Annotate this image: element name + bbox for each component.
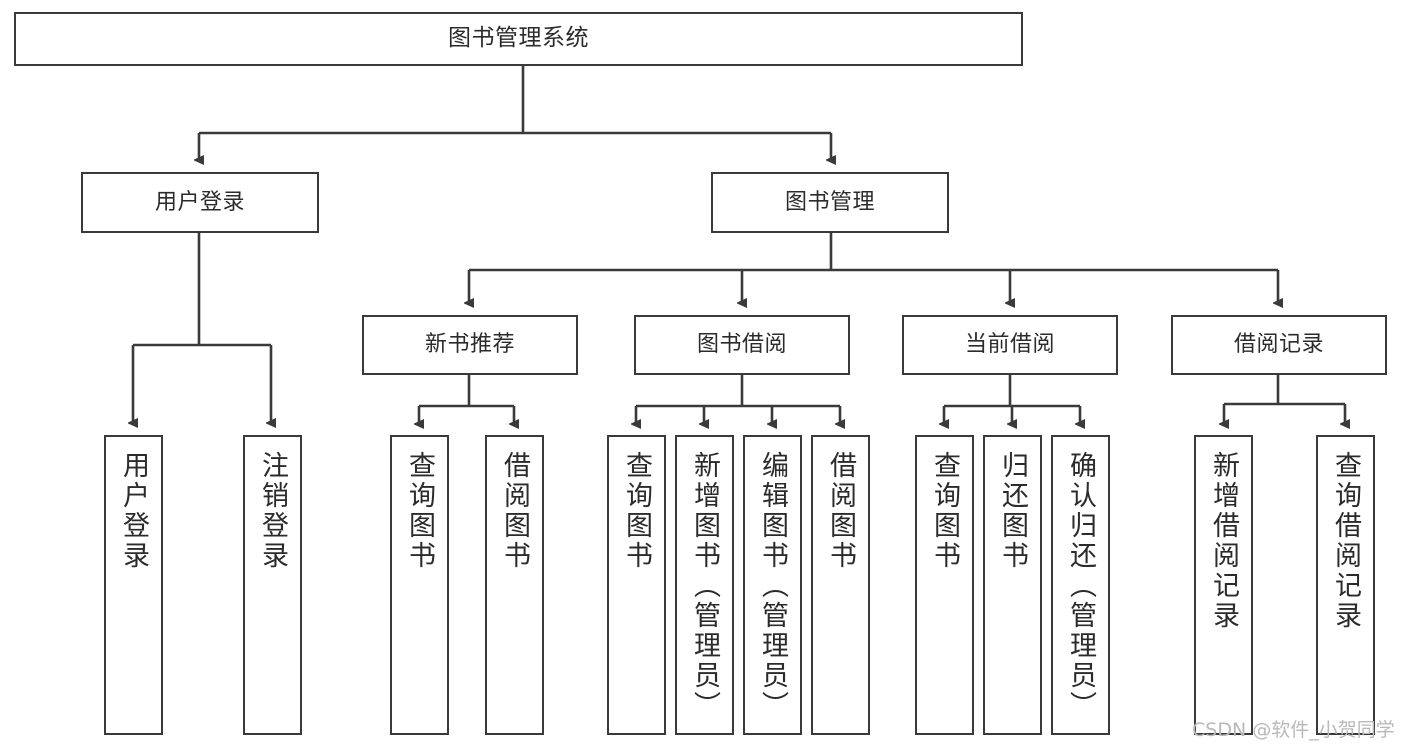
node-label: 当前借阅 [964,332,1055,358]
node-label: 借阅图书 [499,451,530,571]
node-label: 图书管理 [784,189,875,215]
node-root-system[interactable]: 图书管理系统 [14,12,1023,66]
node-label: 用户登录 [154,189,245,215]
node-label: 查询借阅记录 [1330,451,1361,631]
node-label: 查询图书 [929,451,960,571]
node-label: 查询图书 [404,451,435,571]
leaf-borrow-record-query[interactable]: 查询借阅记录 [1316,435,1375,735]
leaf-new-book-query[interactable]: 查询图书 [390,435,449,735]
node-user-login[interactable]: 用户登录 [81,172,319,233]
leaf-current-borrow-confirm-return[interactable]: 确认归还（管理员） [1051,435,1110,735]
node-label: 新增图书（管理员） [689,451,720,721]
leaf-user-login-logout[interactable]: 注销登录 [243,435,302,735]
node-new-book-recommend[interactable]: 新书推荐 [362,315,578,375]
node-label: 借阅记录 [1233,332,1324,358]
leaf-book-borrow-query[interactable]: 查询图书 [607,435,666,735]
leaf-book-borrow-borrow[interactable]: 借阅图书 [811,435,870,735]
node-label: 归还图书 [997,451,1028,571]
node-label: 注销登录 [257,451,288,571]
leaf-book-borrow-edit[interactable]: 编辑图书（管理员） [743,435,802,735]
node-label: 新增借阅记录 [1208,451,1239,631]
node-label: 新书推荐 [424,332,515,358]
node-current-borrow[interactable]: 当前借阅 [902,315,1118,375]
node-label: 借阅图书 [825,451,856,571]
leaf-book-borrow-add[interactable]: 新增图书（管理员） [675,435,734,735]
leaf-borrow-record-add[interactable]: 新增借阅记录 [1194,435,1253,735]
node-label: 图书管理系统 [448,25,589,52]
watermark: CSDN @软件_小贺同学 [1192,719,1395,741]
leaf-current-borrow-query[interactable]: 查询图书 [915,435,974,735]
node-book-borrow[interactable]: 图书借阅 [634,315,850,375]
node-book-management[interactable]: 图书管理 [711,172,949,233]
leaf-current-borrow-return[interactable]: 归还图书 [983,435,1042,735]
node-label: 编辑图书（管理员） [757,451,788,721]
node-label: 查询图书 [621,451,652,571]
node-label: 图书借阅 [696,332,787,358]
node-label: 确认归还（管理员） [1065,451,1096,721]
node-label: 用户登录 [118,451,149,571]
node-borrow-record[interactable]: 借阅记录 [1171,315,1387,375]
leaf-user-login-login[interactable]: 用户登录 [104,435,163,735]
leaf-new-book-borrow[interactable]: 借阅图书 [485,435,544,735]
